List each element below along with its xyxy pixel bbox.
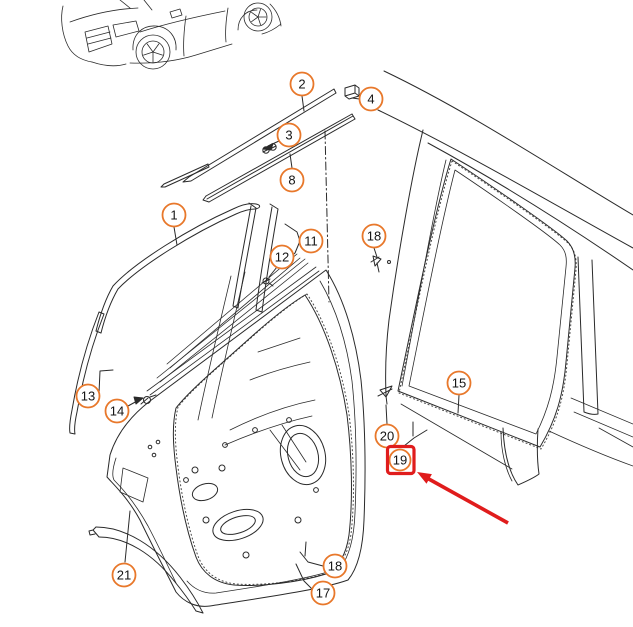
leader-callout-1 (173, 226, 178, 246)
clip-part-20 (377, 385, 393, 405)
callout-14-label: 14 (110, 404, 124, 419)
clip-part-18-upper (370, 255, 391, 273)
callout-11[interactable]: 11 (298, 228, 324, 254)
callout-4-label: 4 (367, 92, 374, 107)
aperture-seal-part-15 (397, 158, 578, 451)
run-channel-part-13 (69, 311, 105, 435)
leader-callout-17 (295, 563, 313, 590)
callout-21[interactable]: 21 (111, 562, 137, 588)
leader-callout-4 (351, 97, 360, 100)
leader-callout-18-upper (373, 247, 378, 258)
clip-part-4 (344, 84, 360, 100)
callout-15-label: 15 (452, 376, 466, 391)
door-assembly (106, 253, 366, 607)
callout-1-label: 1 (170, 208, 177, 223)
callout-19-highlighted[interactable]: 19 (385, 444, 416, 476)
callouts: 1 2 3 4 8 11 12 13 14 15 17 18 18 20 21 (75, 71, 472, 606)
callout-20[interactable]: 20 (374, 423, 400, 449)
belt-molding-part-2 (160, 88, 337, 188)
callout-4[interactable]: 4 (358, 86, 384, 112)
leader-lines (98, 95, 460, 590)
callout-2-label: 2 (298, 77, 305, 92)
callout-15[interactable]: 15 (446, 370, 472, 396)
callout-2[interactable]: 2 (289, 71, 315, 97)
door-seal-part-17-18 (172, 292, 355, 586)
callout-8[interactable]: 8 (279, 167, 305, 193)
callout-1[interactable]: 1 (161, 202, 187, 228)
body-side-aperture (377, 70, 633, 486)
callout-14[interactable]: 14 (104, 398, 130, 424)
callout-19-label: 19 (393, 453, 407, 468)
leader-callout-19 (403, 421, 428, 447)
wheel-arch-trim-part-21 (88, 526, 204, 614)
leader-callout-15 (457, 394, 460, 414)
callout-12[interactable]: 12 (269, 244, 295, 270)
leader-callout-18-lower (299, 541, 324, 567)
leader-callout-2 (301, 95, 305, 112)
leader-callout-20 (385, 404, 388, 425)
callout-13-label: 13 (81, 389, 95, 404)
highlight-box (385, 444, 416, 476)
callout-3-label: 3 (285, 128, 292, 143)
callout-11-label: 11 (304, 234, 318, 249)
vehicle-thumbnail (61, 0, 282, 70)
callout-21-label: 21 (117, 568, 131, 583)
leader-callout-13 (98, 369, 114, 394)
callout-20-label: 20 (380, 429, 394, 444)
callout-3[interactable]: 3 (276, 122, 302, 148)
callout-12-label: 12 (275, 250, 289, 265)
belt-molding-part-8 (202, 113, 356, 203)
callout-18-lower[interactable]: 18 (322, 553, 348, 579)
highlight-arrow (417, 472, 509, 525)
callout-18-upper-label: 18 (367, 229, 381, 244)
callout-17[interactable]: 17 (310, 580, 336, 606)
leader-callout-8 (289, 153, 293, 169)
leader-callout-14-arrowhead (133, 396, 144, 405)
leader-callout-12 (268, 266, 278, 278)
leader-callout-21 (124, 510, 131, 563)
callout-8-label: 8 (288, 173, 295, 188)
callout-17-label: 17 (316, 586, 330, 601)
leader-callout-3-arrowhead (262, 143, 274, 151)
callout-18-upper[interactable]: 18 (361, 223, 387, 249)
projection-line (324, 130, 330, 303)
window-guides-part-11 (232, 202, 279, 313)
callout-13[interactable]: 13 (75, 383, 101, 409)
callout-18-lower-label: 18 (328, 559, 342, 574)
